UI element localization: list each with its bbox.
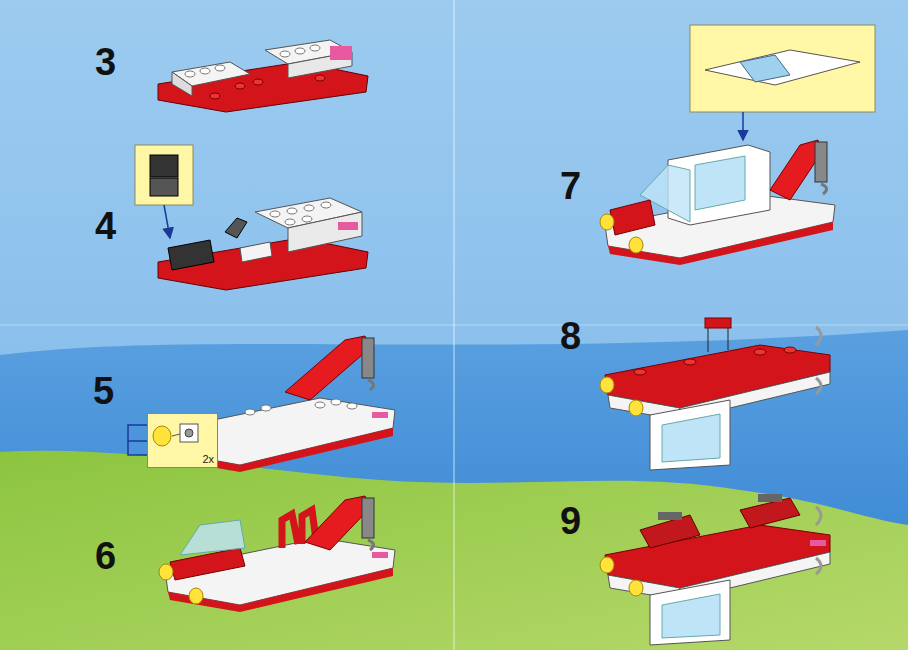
- model-step-7: [600, 140, 835, 265]
- model-step-8: [600, 318, 830, 470]
- step-number: 8: [560, 317, 581, 355]
- part-shape: [185, 429, 193, 437]
- step-number: 3: [95, 43, 116, 81]
- part-shape: [153, 426, 171, 446]
- step-number: 7: [560, 167, 581, 205]
- model-step-3: [158, 40, 368, 112]
- model-step-4: [158, 198, 368, 290]
- model-step-9: [600, 494, 830, 645]
- part-shape: [172, 434, 180, 436]
- step-number: 6: [95, 537, 116, 575]
- part-shape: [180, 424, 198, 442]
- callout-box: 2x: [147, 413, 218, 468]
- step-number: 4: [95, 207, 116, 245]
- quantity-label: 2x: [202, 454, 214, 465]
- step-number: 9: [560, 502, 581, 540]
- step-number: 5: [93, 372, 114, 410]
- model-step-6: [159, 496, 395, 612]
